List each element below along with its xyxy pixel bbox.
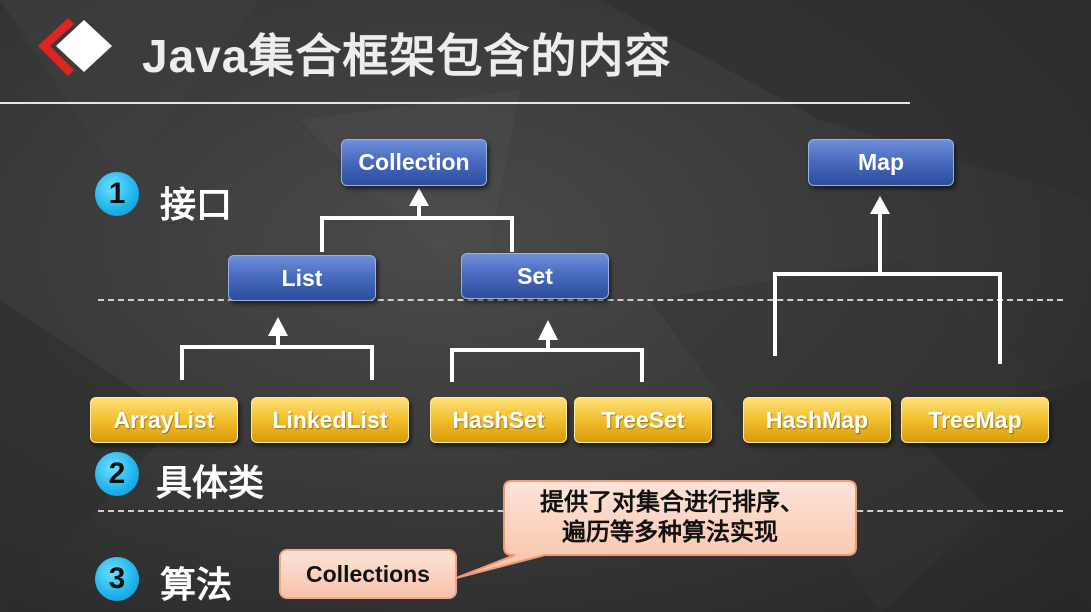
class-linkedlist: LinkedList — [251, 397, 409, 443]
collections-class-box: Collections — [279, 549, 457, 599]
callout-line-2: 遍历等多种算法实现 — [562, 519, 778, 546]
title-divider — [0, 102, 910, 104]
section-number-1: 1 — [95, 172, 139, 216]
brand-diamond-icon — [38, 18, 112, 76]
section-number-3: 3 — [95, 557, 139, 601]
class-arraylist: ArrayList — [90, 397, 238, 443]
interface-list: List — [228, 255, 376, 301]
class-treemap: TreeMap — [901, 397, 1049, 443]
callout-line-1: 提供了对集合进行排序、 — [540, 489, 804, 516]
page-title: Java集合框架包含的内容 — [142, 30, 672, 82]
section-label-algorithms: 算法 — [160, 564, 233, 605]
callout-text: 提供了对集合进行排序、 遍历等多种算法实现 — [512, 488, 850, 548]
section-divider-1 — [98, 299, 1063, 301]
interface-collection: Collection — [341, 139, 487, 186]
class-hashmap: HashMap — [743, 397, 891, 443]
section-label-interfaces: 接口 — [160, 184, 233, 225]
section-number-2: 2 — [95, 452, 139, 496]
interface-set: Set — [461, 253, 609, 299]
section-label-classes: 具体类 — [156, 462, 265, 503]
interface-map: Map — [808, 139, 954, 186]
class-hashset: HashSet — [430, 397, 567, 443]
class-treeset: TreeSet — [574, 397, 712, 443]
